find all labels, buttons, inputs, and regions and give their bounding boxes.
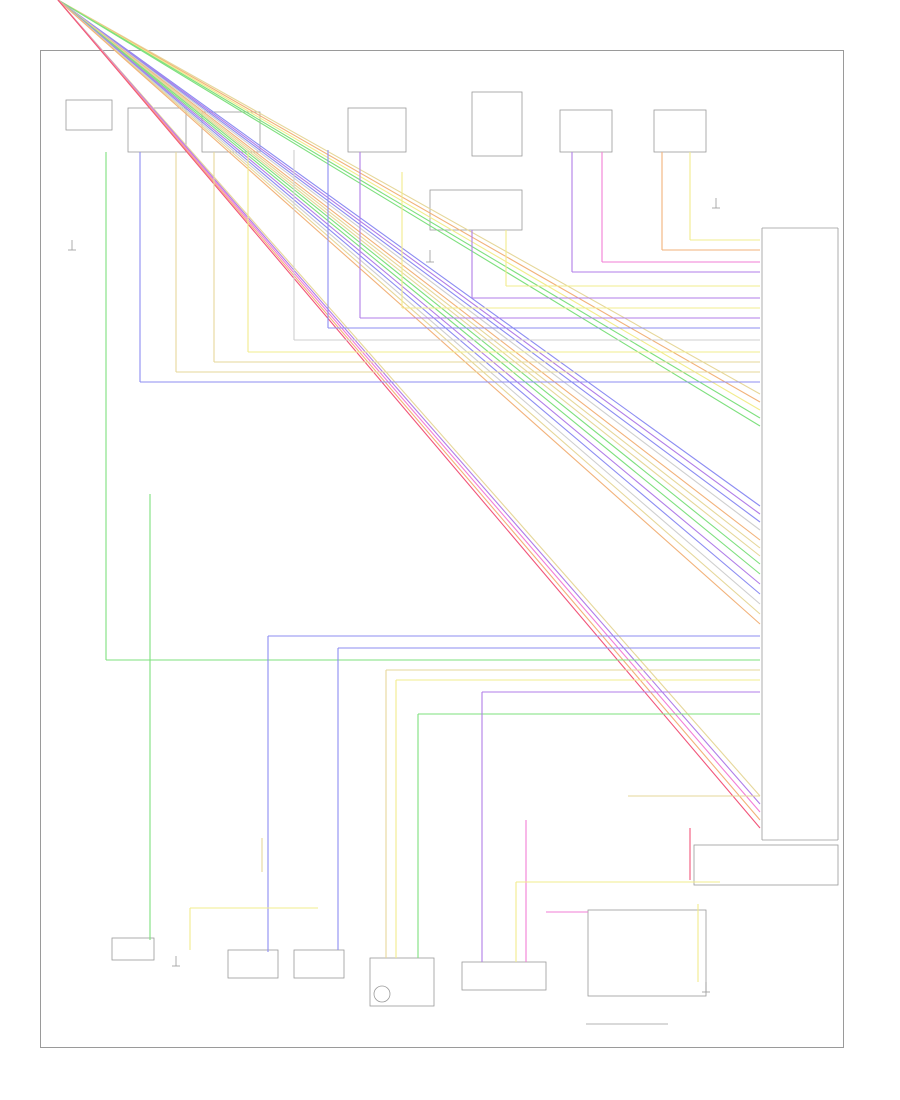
wire-20 <box>57 0 761 805</box>
bottom-components <box>111 909 707 1025</box>
wire-0 <box>57 0 761 395</box>
bottom-component-1 <box>111 937 155 961</box>
wire-6 <box>57 0 761 515</box>
bottom-component-5 <box>461 961 547 991</box>
wire-15 <box>57 0 761 595</box>
wire-4 <box>57 0 761 427</box>
wire-7 <box>57 0 761 523</box>
bottom-component-3 <box>293 949 345 979</box>
wire-8 <box>57 0 761 531</box>
wire-19 <box>57 0 761 797</box>
top-component-1 <box>65 99 113 131</box>
top-component-7 <box>653 109 707 153</box>
wire-2 <box>57 0 761 411</box>
wire-22 <box>57 0 761 821</box>
wire-11 <box>57 0 761 557</box>
top-components <box>65 91 707 231</box>
top-component-4 <box>347 107 407 153</box>
wire-13 <box>57 0 761 575</box>
top-component-8 <box>429 189 523 231</box>
top-component-5 <box>471 91 523 157</box>
bottom-component-4 <box>369 957 435 1007</box>
diagram-frame <box>40 50 844 1048</box>
top-component-2 <box>127 107 187 153</box>
bottom-component-2 <box>227 949 279 979</box>
top-component-6 <box>559 109 613 153</box>
wire-10 <box>57 0 761 549</box>
wire-5 <box>57 0 761 507</box>
wire-18 <box>57 0 761 625</box>
wire-16 <box>57 0 761 605</box>
wire-21 <box>57 0 761 813</box>
wire-14 <box>57 0 761 585</box>
wire-1 <box>57 0 761 403</box>
wire-12 <box>57 0 761 565</box>
ground-symbols <box>68 198 720 993</box>
control-module <box>693 227 839 886</box>
wire-23 <box>57 0 761 829</box>
wire-17 <box>57 0 761 615</box>
wire-9 <box>57 0 761 541</box>
bottom-component-6 <box>587 909 707 997</box>
wire-3 <box>57 0 761 419</box>
wires <box>57 0 761 982</box>
